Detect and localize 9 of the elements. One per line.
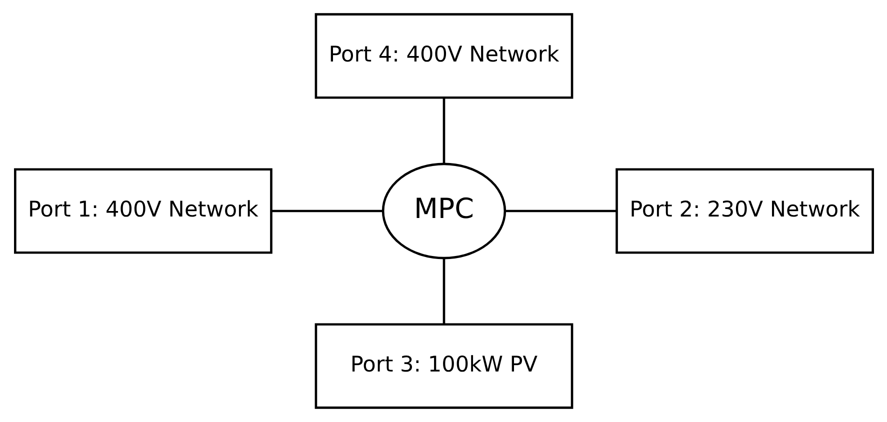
node-box: Port 4: 400V Network	[314, 13, 573, 99]
connector	[442, 98, 445, 164]
connector	[504, 210, 616, 212]
connector	[442, 258, 445, 324]
node-box: Port 2: 230V Network	[615, 168, 874, 254]
node-ellipse: MPC	[381, 162, 506, 260]
connector	[270, 210, 382, 212]
node-box: Port 1: 400V Network	[14, 168, 272, 254]
node-box: Port 3: 100kW PV	[314, 323, 573, 409]
